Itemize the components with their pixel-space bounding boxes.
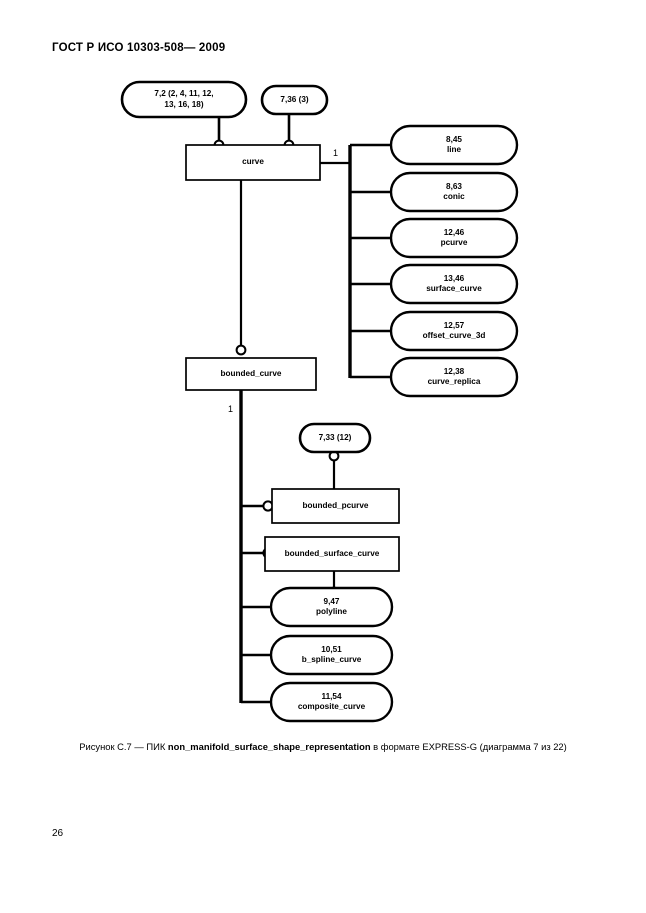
label-subtype-pcurve-name: pcurve xyxy=(440,238,468,247)
shape-ref-7-2 xyxy=(120,80,248,119)
label-entity-bounded-surface-curve-text: bounded_surface_curve xyxy=(284,548,380,558)
label-subtype-surface-curve-name: surface_curve xyxy=(426,284,482,293)
label-subtype-polyline-ref: 9,47 xyxy=(323,596,340,606)
label-ref-7-36-line1: 7,36 (3) xyxy=(280,94,309,104)
label-subtype-offset-curve-3d: 12,57 offset_curve_3d xyxy=(391,312,517,350)
label-entity-bounded-curve-text: bounded_curve xyxy=(220,368,282,378)
cardinality-curve-right: 1 xyxy=(333,148,339,158)
page-number: 26 xyxy=(52,828,64,839)
shape-entity-bounded-surface-curve xyxy=(264,536,400,572)
shape-entity-curve xyxy=(185,144,321,181)
label-subtype-b-spline-curve-name: b_spline_curve xyxy=(301,655,362,664)
shape-subtype-composite-curve xyxy=(269,681,394,723)
label-subtype-offset-curve-3d-name: offset_curve_3d xyxy=(422,331,486,340)
label-subtype-polyline-name: polyline xyxy=(316,607,347,616)
label-subtype-conic-name: conic xyxy=(443,192,465,201)
label-subtype-line: 8,45 line xyxy=(391,126,517,164)
label-subtype-composite-curve-ref: 11,54 xyxy=(321,691,342,701)
label-ref-7-33-line1: 7,33 (12) xyxy=(318,432,352,442)
shape-subtype-polyline xyxy=(269,586,394,628)
label-ref-7-2: 7,2 (2, 4, 11, 12, 13, 16, 18) xyxy=(122,82,246,117)
figure-caption-prefix: Рисунок С.7 — ПИК xyxy=(79,741,168,752)
label-subtype-pcurve-ref: 12,46 xyxy=(443,227,465,237)
label-entity-bounded-surface-curve: bounded_surface_curve xyxy=(265,537,399,571)
shape-subtype-line xyxy=(389,124,519,166)
entity-box-shapes xyxy=(185,144,400,572)
circle-bounded-curve-top xyxy=(235,344,247,356)
label-subtype-conic-ref: 8,63 xyxy=(446,181,462,191)
label-subtype-surface-curve-ref: 13,46 xyxy=(443,273,465,283)
express-g-diagram: 7,2 (2, 4, 11, 12, 13, 16, 18) 7,36 (3) … xyxy=(120,80,519,723)
label-entity-bounded-pcurve-text: bounded_pcurve xyxy=(302,500,369,510)
shape-subtype-surface-curve xyxy=(389,263,519,305)
connector-lines xyxy=(217,114,391,704)
shape-subtype-pcurve xyxy=(389,217,519,259)
label-subtype-composite-curve: 11,54 composite_curve xyxy=(271,683,392,721)
label-subtype-b-spline-curve: 10,51 b_spline_curve xyxy=(271,636,392,674)
cardinality-bounded-curve-down: 1 xyxy=(228,404,234,414)
label-entity-bounded-curve: bounded_curve xyxy=(186,358,316,390)
shape-subtype-conic xyxy=(389,171,519,213)
label-entity-curve: curve xyxy=(186,145,320,180)
page-reference-shapes xyxy=(120,80,372,454)
label-subtype-polyline: 9,47 polyline xyxy=(271,588,392,626)
label-subtype-composite-curve-name: composite_curve xyxy=(297,702,366,711)
label-subtype-line-ref: 8,45 xyxy=(446,134,462,144)
shape-subtype-offset-curve-3d xyxy=(389,310,519,352)
shape-subtype-b-spline-curve xyxy=(269,634,394,676)
label-ref-7-2-line2: 13, 16, 18) xyxy=(164,99,204,109)
label-subtype-b-spline-curve-ref: 10,51 xyxy=(321,644,342,654)
figure-caption-suffix: в формате EXPRESS-G (диаграмма 7 из 22) xyxy=(370,741,567,752)
label-subtype-curve-replica: 12,38 curve_replica xyxy=(391,358,517,396)
label-entity-curve-text: curve xyxy=(242,157,264,167)
shape-entity-bounded-curve xyxy=(185,357,317,391)
label-subtype-conic: 8,63 conic xyxy=(391,173,517,211)
label-subtype-offset-curve-3d-ref: 12,57 xyxy=(443,320,465,330)
label-subtype-curve-replica-name: curve_replica xyxy=(427,377,481,386)
label-subtype-pcurve: 12,46 pcurve xyxy=(391,219,517,257)
figure-caption-entity: non_manifold_surface_shape_representatio… xyxy=(167,741,371,752)
shape-entity-bounded-pcurve xyxy=(271,488,400,524)
label-ref-7-2-line1: 7,2 (2, 4, 11, 12, xyxy=(154,89,214,98)
diagram-graphics xyxy=(120,80,519,723)
label-subtype-line-name: line xyxy=(446,145,462,154)
shape-ref-7-36 xyxy=(260,84,329,116)
subtype-bottom-shapes xyxy=(269,586,394,723)
label-entity-bounded-pcurve: bounded_pcurve xyxy=(272,489,399,523)
document-header: ГОСТ Р ИСО 10303-508— 2009 xyxy=(52,42,226,54)
label-subtype-curve-replica-ref: 12,38 xyxy=(443,366,465,376)
figure-caption: Рисунок С.7 — ПИК non_manifold_surface_s… xyxy=(0,740,646,753)
subtype-right-shapes xyxy=(389,124,519,398)
label-subtype-surface-curve: 13,46 surface_curve xyxy=(391,265,517,303)
label-ref-7-36: 7,36 (3) xyxy=(262,86,327,114)
shape-subtype-curve-replica xyxy=(389,356,519,398)
shape-ref-7-33 xyxy=(298,422,372,454)
label-ref-7-33: 7,33 (12) xyxy=(300,424,370,452)
